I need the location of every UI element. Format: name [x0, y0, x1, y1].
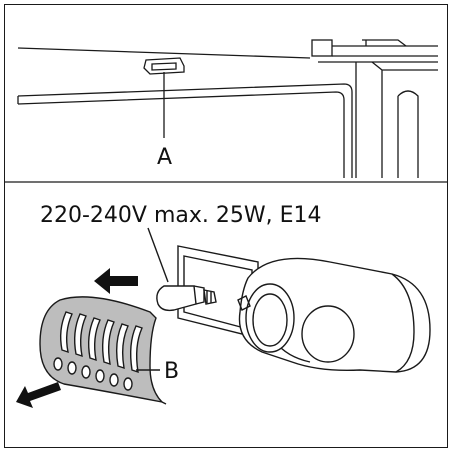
lamp-contact	[237, 295, 251, 311]
bulb-glass	[156, 285, 197, 312]
label-b: B	[164, 359, 179, 384]
vent	[129, 325, 143, 374]
rail-top	[332, 45, 438, 57]
light-switch-slot	[151, 62, 177, 71]
vent	[101, 319, 115, 366]
cabinet-inner	[397, 90, 419, 178]
vent-lower	[109, 373, 119, 387]
bulb-thread	[206, 291, 212, 303]
lamp-cover-body	[39, 296, 165, 404]
vent	[73, 313, 87, 358]
bulb-spec-label: 220-240V max. 25W, E14	[40, 203, 322, 228]
vent	[87, 317, 101, 362]
remove-cover-arrow-icon	[16, 382, 61, 408]
vent	[59, 311, 73, 354]
label-a: A	[157, 145, 172, 170]
bulb-neck	[193, 285, 205, 305]
rail-block	[311, 39, 333, 57]
lamp-cover-lip	[161, 401, 167, 405]
remove-bulb-arrow-icon	[94, 268, 138, 294]
vent-lower	[123, 377, 133, 391]
vent-lower	[67, 361, 77, 375]
vent	[115, 323, 129, 370]
lamp-lens	[301, 305, 355, 363]
lamp-cover	[39, 296, 167, 405]
vent-lower	[53, 357, 63, 371]
lamp-cover-vents	[53, 311, 143, 391]
shelf-top-edge	[17, 83, 353, 178]
rail-clip	[362, 39, 407, 47]
vent-lower	[81, 365, 91, 379]
cabinet-upright	[371, 61, 438, 178]
leader-bulb	[147, 227, 169, 283]
shelf-bottom-edge	[17, 91, 345, 178]
bottom-panel	[147, 227, 431, 373]
light-switch	[143, 57, 185, 75]
bulb-base	[203, 289, 217, 305]
lamp-socket-inner	[252, 293, 288, 347]
lamp-housing-cap	[391, 273, 415, 373]
ceiling-line	[17, 47, 311, 59]
vent-lower	[95, 369, 105, 383]
top-panel	[17, 39, 438, 178]
